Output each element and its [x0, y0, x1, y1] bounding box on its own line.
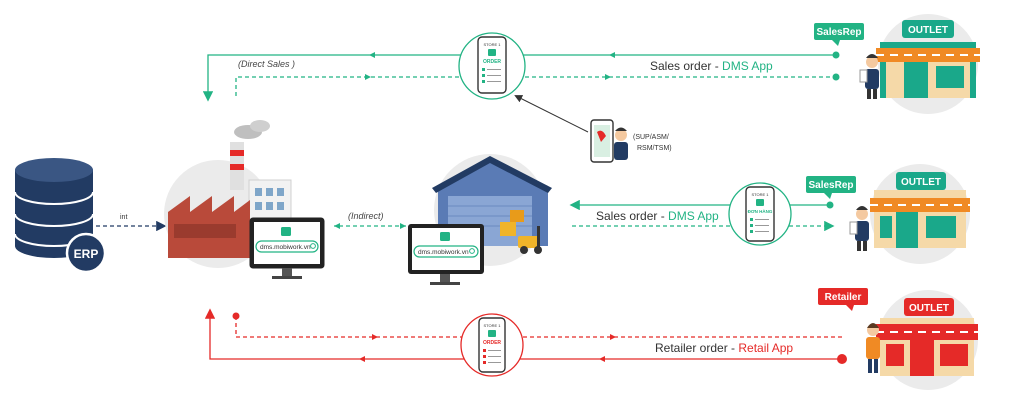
svg-text:ORDER: ORDER	[483, 340, 501, 346]
svg-text:Sales order - DMS App: Sales order - DMS App	[650, 59, 773, 73]
flow-dot	[232, 312, 240, 320]
outlet-sign-top: OUTLET	[908, 25, 948, 36]
retailer-dashed-line	[235, 316, 842, 338]
roles-line-2: RSM/TSM)	[637, 145, 672, 152]
phone-icon: STORE 1 ĐƠN HÀNG	[745, 186, 775, 242]
salesrep-tag: SalesRep	[806, 176, 856, 199]
outlet-middle: OUTLET SalesRep	[806, 164, 970, 264]
search-icon	[310, 243, 316, 249]
warehouse-url: dms.mobiwork.vn	[418, 249, 469, 256]
retailer-label: Retailer	[825, 292, 862, 303]
monitor-icon: dms.mobiwork.vn	[249, 217, 325, 279]
int-label: int	[120, 214, 127, 221]
flow-dot	[837, 354, 847, 364]
arrowhead	[359, 356, 365, 362]
search-icon	[469, 248, 475, 254]
outlet-sign-bottom: OUTLET	[909, 303, 949, 314]
svg-text:STORE 1: STORE 1	[751, 192, 769, 197]
arrowhead	[400, 223, 406, 229]
indirect-label: (Indirect)	[348, 211, 384, 221]
direct-sales-flow: (Direct Sales ) Sales order - DMS App ST…	[202, 32, 840, 102]
outlet-store-icon: OUTLET	[876, 298, 978, 376]
retailer-tag: Retailer	[818, 288, 868, 311]
arrowhead	[610, 334, 616, 340]
phone-icon: STORE 1 ORDER	[478, 317, 506, 373]
direct-sales-arrow	[202, 54, 836, 102]
outlet-store-icon: OUTLET	[876, 20, 980, 98]
retailer-flow: Retailer order - Retail App STORE 1 ORDE…	[204, 308, 847, 377]
svg-text:STORE 1: STORE 1	[483, 323, 501, 328]
salesrep-label-top: SalesRep	[816, 27, 861, 38]
arrowhead	[334, 223, 340, 229]
svg-text:ĐƠN HÀNG: ĐƠN HÀNG	[748, 208, 773, 214]
arrowhead	[372, 334, 378, 340]
monitor-icon: dms.mobiwork.vn	[408, 224, 484, 285]
direct-sales-label: (Direct Sales )	[238, 59, 295, 69]
outlet-sign-middle: OUTLET	[901, 177, 941, 188]
arrowhead	[599, 356, 605, 362]
middle-app-label: DMS App	[668, 209, 719, 223]
arrowhead	[605, 74, 611, 80]
arrowhead	[365, 74, 371, 80]
outlet-store-icon: OUTLET	[870, 172, 970, 248]
flow-dot	[832, 73, 840, 81]
flow-dot	[832, 51, 840, 59]
salesrep-label-middle: SalesRep	[808, 180, 853, 191]
svg-text:Sales order - DMS App: Sales order - DMS App	[596, 209, 719, 223]
retail-app-label: Retail App	[738, 341, 793, 355]
top-order-label: Sales order -	[650, 59, 722, 73]
phone-icon: STORE 1 ORDER	[477, 36, 507, 94]
svg-text:ORDER: ORDER	[483, 59, 501, 65]
outlet-top: OUTLET SalesRep	[814, 14, 980, 114]
forklift-icon	[518, 226, 542, 254]
factory-icon	[164, 120, 292, 268]
indirect-sales-flow: Sales order - DMS App STORE 1 ĐƠN HÀNG (…	[334, 182, 835, 246]
salesman-icon	[859, 54, 879, 99]
middle-order-label: Sales order -	[596, 209, 668, 223]
retailer-icon	[866, 323, 880, 373]
arrowhead	[609, 52, 615, 58]
retailer-order-arrow	[204, 308, 842, 360]
salesrep-tag: SalesRep	[814, 23, 864, 46]
supervisor-icon: (SUP/ASM/ RSM/TSM)	[514, 95, 672, 163]
arrowhead	[369, 52, 375, 58]
flow-dot	[826, 201, 834, 209]
svg-text:STORE 1: STORE 1	[483, 42, 501, 47]
retailer-order-label: Retailer order -	[655, 341, 738, 355]
salesman-icon	[849, 206, 869, 251]
roles-line-1: (SUP/ASM/	[633, 134, 669, 141]
erp-label: ERP	[74, 247, 99, 261]
top-app-label: DMS App	[722, 59, 773, 73]
outlet-bottom: OUTLET Retailer	[818, 288, 978, 390]
svg-text:Retailer order - Retail App: Retailer order - Retail App	[655, 341, 793, 355]
factory-url: dms.mobiwork.vn	[260, 244, 311, 251]
direct-sales-dashed-line	[235, 76, 836, 96]
database-icon: ERP	[14, 158, 107, 274]
